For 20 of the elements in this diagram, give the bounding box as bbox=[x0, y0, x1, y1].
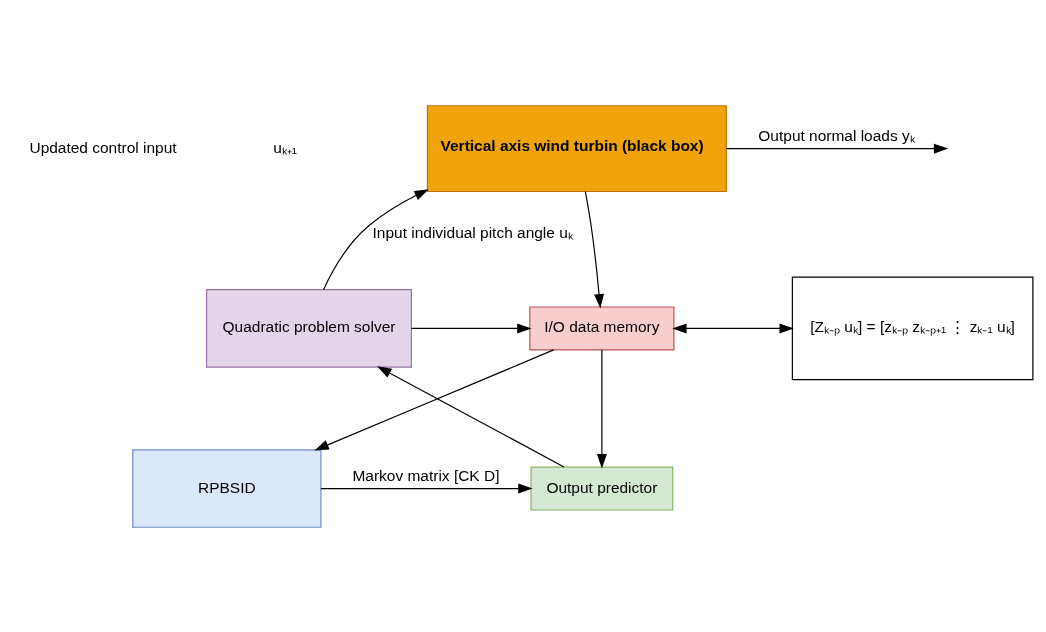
node-box: Vertical axis wind turbin (black box) bbox=[426, 104, 727, 192]
arrow bbox=[725, 143, 949, 154]
arrow bbox=[672, 322, 794, 333]
node-box: Output predictor bbox=[530, 466, 674, 511]
arrow bbox=[584, 190, 605, 308]
arrow bbox=[322, 188, 429, 290]
arrow bbox=[596, 348, 607, 468]
arrow bbox=[320, 483, 533, 494]
edge-label: Input individual pitch angle uₖ bbox=[372, 223, 573, 241]
arrow bbox=[314, 348, 555, 450]
node-box: I/O data memory bbox=[529, 305, 675, 350]
arrow bbox=[410, 322, 532, 333]
arrow bbox=[377, 365, 565, 468]
edge-label: Markov matrix [CK D] bbox=[352, 466, 500, 484]
label: uₖ₊₁ bbox=[273, 138, 298, 156]
edge-label: Output normal loads yₖ bbox=[758, 126, 915, 144]
label: Updated control input bbox=[29, 138, 177, 156]
node-box: [Zₖ₋ₚ uₖ] = [zₖ₋ₚ zₖ₋ₚ₊₁ ⋮ zₖ₋₁ uₖ] bbox=[791, 276, 1034, 380]
node-box: Quadratic problem solver bbox=[206, 288, 412, 368]
node-box: RPBSID bbox=[132, 448, 322, 528]
